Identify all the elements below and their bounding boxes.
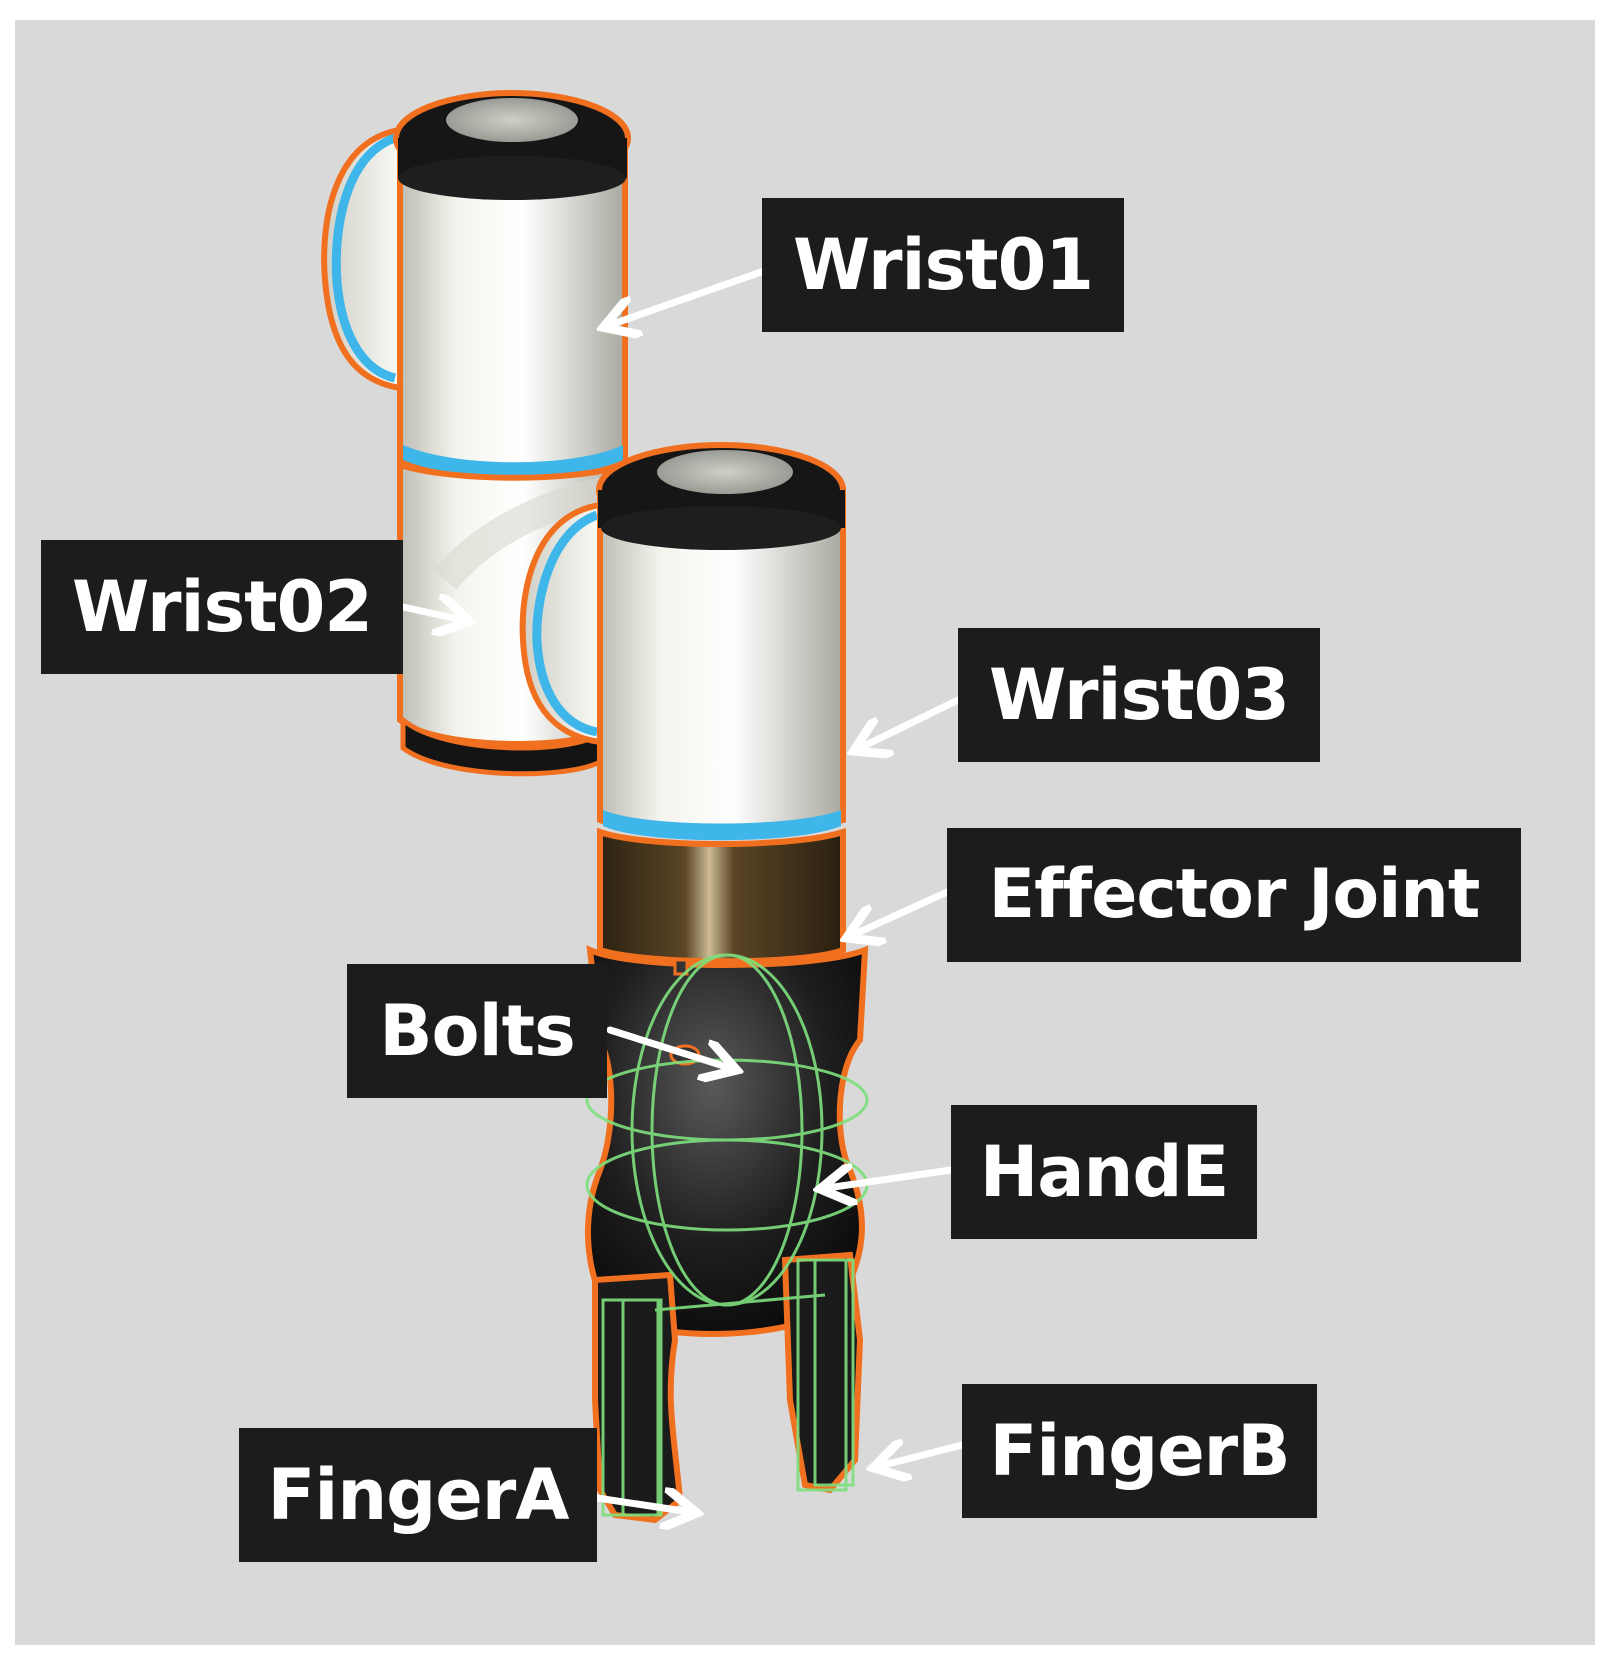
arrow-wrist01 xyxy=(610,268,765,325)
arrow-wrist02 xyxy=(399,607,463,620)
arrow-finger-b xyxy=(880,1445,966,1466)
label-wrist02: Wrist02 xyxy=(41,540,403,674)
label-effector-joint: Effector Joint xyxy=(947,828,1521,962)
finger-a xyxy=(592,1271,684,1524)
effector-joint-segment xyxy=(597,827,846,965)
arrow-effector-joint xyxy=(853,888,951,935)
arrow-hande xyxy=(827,1170,955,1188)
robot-arm-render xyxy=(321,90,966,1645)
label-finger-a: FingerA xyxy=(239,1428,597,1562)
label-hande: HandE xyxy=(951,1105,1257,1239)
label-finger-b: FingerB xyxy=(962,1384,1317,1518)
arrow-finger-a xyxy=(593,1498,690,1512)
wrist03-segment xyxy=(519,442,846,841)
label-bolts: Bolts xyxy=(347,964,607,1098)
arrow-bolts xyxy=(606,1026,730,1068)
label-wrist01: Wrist01 xyxy=(762,198,1124,332)
callout-arrows xyxy=(399,268,966,1512)
finger-b xyxy=(781,1251,864,1494)
label-wrist03: Wrist03 xyxy=(958,628,1320,762)
wrist01-segment xyxy=(321,90,631,477)
diagram-canvas: Wrist01 Wrist02 Wrist03 Effector Joint B… xyxy=(15,20,1595,1645)
collider-wireframes xyxy=(585,953,869,1517)
arrow-wrist03 xyxy=(860,696,962,748)
